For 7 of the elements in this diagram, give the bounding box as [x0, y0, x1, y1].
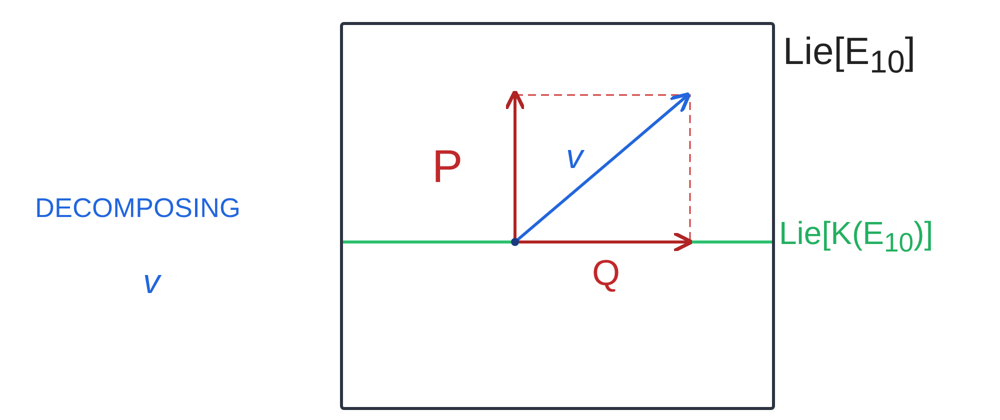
vector-label: v: [566, 140, 583, 174]
vector-label: P: [432, 143, 463, 189]
variable-label: v: [143, 265, 160, 299]
vector-label: Q: [592, 255, 620, 291]
axis-label: Lie[K(E$_{10}$)]: [779, 217, 934, 256]
heading: Lie[E$_{10}$]: [783, 33, 916, 78]
caption-text: DECOMPOSING: [35, 195, 241, 222]
